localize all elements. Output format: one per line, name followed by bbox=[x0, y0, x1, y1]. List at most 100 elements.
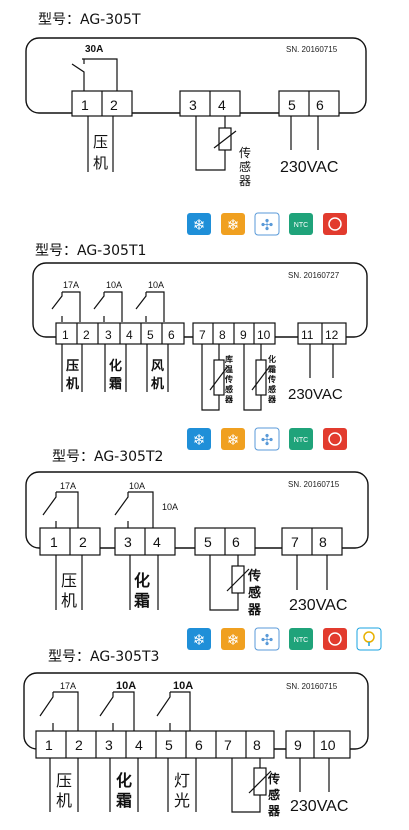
sensor-loop bbox=[209, 555, 239, 611]
svg-text:✣: ✣ bbox=[261, 632, 274, 649]
ntc-sensor-icon: NTC bbox=[289, 628, 313, 650]
compressor-label-2: 机 bbox=[66, 376, 79, 392]
terminal-9: 9 bbox=[240, 328, 247, 342]
terminal-10: 10 bbox=[320, 737, 336, 753]
svg-text:❄: ❄ bbox=[227, 432, 240, 449]
defrost-wires bbox=[104, 344, 127, 392]
power-wires bbox=[290, 116, 319, 150]
terminal-4: 4 bbox=[126, 328, 133, 342]
ntc-text: NTC bbox=[294, 437, 308, 444]
terminal-block-1-8 bbox=[35, 730, 275, 759]
relay-rating-2: 10A bbox=[106, 280, 122, 290]
fan-label-2: 机 bbox=[151, 376, 164, 392]
relay-contact bbox=[71, 58, 118, 91]
power-wires bbox=[296, 555, 328, 590]
defrost-label-1: 化 bbox=[134, 571, 150, 590]
room-sensor-label-4: 感 bbox=[225, 384, 233, 394]
power-label: 230VAC bbox=[290, 798, 348, 815]
defrost-heater-icon: ❄ bbox=[221, 428, 245, 450]
sensor-label-1: 传 bbox=[247, 568, 261, 584]
room-sensor-loop bbox=[201, 344, 220, 411]
terminal-8: 8 bbox=[219, 328, 226, 342]
ntc-text: NTC bbox=[294, 637, 308, 644]
fan-wires bbox=[146, 344, 169, 392]
terminal-3: 3 bbox=[105, 737, 113, 753]
compressor-label-1: 压 bbox=[61, 571, 77, 590]
alarm-icon bbox=[323, 213, 347, 235]
model-title: 型号：AG-305T bbox=[38, 12, 141, 28]
sensor-label-2: 感 bbox=[268, 787, 280, 802]
terminal-5: 5 bbox=[288, 97, 296, 113]
sensor-label-1: 传 bbox=[239, 145, 251, 160]
room-sensor-label-3: 传 bbox=[224, 374, 233, 384]
terminal-8: 8 bbox=[253, 737, 261, 753]
defrost-heater-icon: ❄ bbox=[221, 213, 245, 235]
relay-rating-1: 17A bbox=[60, 481, 76, 491]
diagram-ag305t1: 型号：AG-305T1 SN. 20160727 17A 10A 10A 1 2… bbox=[32, 243, 368, 411]
compressor-wires bbox=[87, 116, 114, 172]
terminal-1: 1 bbox=[81, 97, 89, 113]
compressor-label-1: 压 bbox=[56, 771, 72, 790]
defrost-label-2: 霜 bbox=[115, 791, 132, 810]
sensor-label-3: 器 bbox=[247, 603, 262, 618]
relay-contact-1 bbox=[51, 291, 81, 322]
sensor-label-1: 传 bbox=[267, 771, 280, 786]
icon-row-1: ❄ ❄ ✣ NTC bbox=[187, 212, 347, 236]
relay-rating-2: 10A bbox=[129, 481, 145, 491]
light-icon bbox=[356, 627, 382, 651]
compressor-label-2: 机 bbox=[93, 154, 108, 172]
defrost-label-1: 化 bbox=[116, 771, 132, 790]
diagram-ag305t2: 型号：AG-305T2 SN. 20160715 17A 10A 10A 1 2… bbox=[25, 449, 369, 618]
relay-rating: 30A bbox=[85, 44, 103, 55]
terminal-6: 6 bbox=[168, 328, 175, 342]
terminal-9: 9 bbox=[294, 737, 302, 753]
terminal-1: 1 bbox=[50, 534, 58, 550]
terminal-2: 2 bbox=[75, 737, 83, 753]
serial-number: SN. 20160727 bbox=[288, 271, 340, 280]
relay-contact-1 bbox=[39, 691, 79, 731]
defrost-heater-icon: ❄ bbox=[221, 628, 245, 650]
power-label: 230VAC bbox=[280, 159, 338, 176]
terminal-4: 4 bbox=[153, 534, 161, 550]
serial-number: SN. 20160715 bbox=[288, 480, 340, 489]
snowflake-icon: ❄ bbox=[187, 628, 211, 650]
sensor-loop bbox=[231, 758, 261, 813]
terminal-5: 5 bbox=[204, 534, 212, 550]
alarm-icon bbox=[323, 428, 347, 450]
terminal-3: 3 bbox=[189, 97, 197, 113]
power-wires bbox=[299, 758, 330, 792]
sensor-label-3: 器 bbox=[239, 174, 251, 188]
compressor-label-1: 压 bbox=[93, 133, 108, 151]
snowflake-icon: ❄ bbox=[187, 213, 211, 235]
relay-contact-1 bbox=[42, 491, 79, 528]
ntc-text: NTC bbox=[294, 222, 308, 229]
relay-rating-3: 10A bbox=[148, 280, 164, 290]
icon-row-3: ❄ ❄ ✣ NTC bbox=[187, 627, 382, 651]
ntc-sensor-icon: NTC bbox=[289, 428, 313, 450]
light-label-1: 灯 bbox=[174, 771, 190, 790]
sensor-label-3: 器 bbox=[267, 804, 281, 818]
terminal-3: 3 bbox=[124, 534, 132, 550]
relay-contact-2 bbox=[99, 691, 135, 731]
fan-icon: ✣ bbox=[254, 627, 280, 651]
sensor-label-2: 感 bbox=[239, 159, 251, 174]
sensor-loop bbox=[195, 116, 226, 171]
relay-contact-2 bbox=[93, 291, 123, 322]
svg-text:❄: ❄ bbox=[227, 217, 240, 234]
svg-text:❄: ❄ bbox=[193, 432, 206, 449]
model-title: 型号：AG-305T2 bbox=[52, 449, 163, 465]
fan-icon: ✣ bbox=[254, 427, 280, 451]
relay-rating-1: 17A bbox=[63, 280, 79, 290]
svg-text:❄: ❄ bbox=[227, 632, 240, 649]
power-wires bbox=[309, 344, 334, 378]
terminal-7: 7 bbox=[199, 328, 206, 342]
power-label: 230VAC bbox=[289, 597, 347, 614]
terminal-2: 2 bbox=[83, 328, 90, 342]
terminal-3: 3 bbox=[105, 328, 112, 342]
alarm-icon bbox=[323, 628, 347, 650]
room-sensor-label-2: 温 bbox=[225, 364, 233, 374]
model-title: 型号：AG-305T3 bbox=[48, 649, 159, 665]
light-wires bbox=[167, 758, 197, 812]
icon-row-2: ❄ ❄ ✣ NTC bbox=[187, 427, 347, 451]
